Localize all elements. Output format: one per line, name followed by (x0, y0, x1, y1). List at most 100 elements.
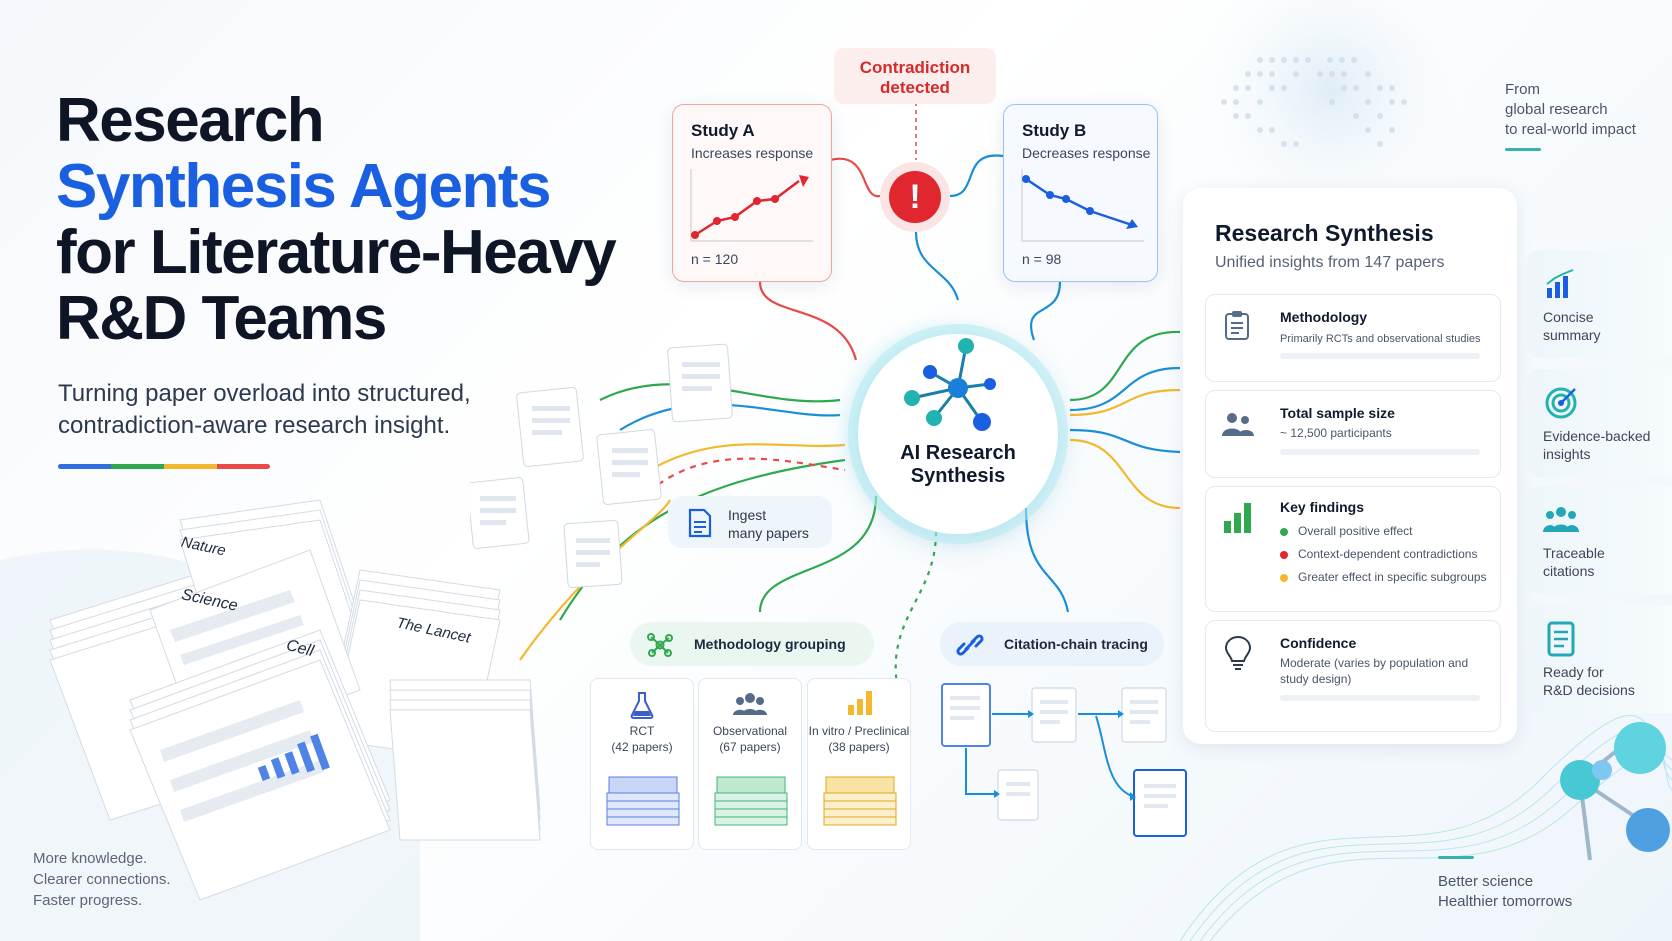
ingest-pill[interactable]: Ingest many papers (668, 496, 832, 548)
confidence-line-2: study design) (1280, 672, 1352, 686)
feature-label-line-1: Concise (1543, 309, 1594, 325)
study-a-n: n = 120 (691, 251, 739, 267)
footer-left-line-1: More knowledge. (33, 850, 148, 867)
category-preclinical[interactable]: In vitro / Preclinical (38 papers) (807, 678, 911, 850)
subtitle-line-2: contradiction-aware research insight. (58, 412, 451, 439)
feature-label-line-1: Evidence-backed (1543, 428, 1651, 444)
feature-label-line-1: Traceable (1543, 545, 1605, 561)
study-b-title: Study B (1022, 121, 1087, 140)
ingest-label: Ingest many papers (728, 506, 809, 542)
document-icon (1547, 621, 1575, 657)
link-icon (956, 634, 984, 656)
clipboard-icon (1225, 311, 1249, 340)
observational-paper-stack (714, 776, 788, 826)
bar-chart-icon (1224, 503, 1251, 533)
hub-label-line-1: AI Research (900, 442, 1016, 464)
category-rct-label: RCT (42 papers) (591, 723, 693, 755)
feature-traceable-citations[interactable]: Traceable citations (1527, 486, 1672, 594)
bottom-right-line-1: Better science (1438, 873, 1534, 890)
category-preclinical-label: In vitro / Preclinical (38 papers) (808, 723, 910, 755)
sample-size-text: ~ 12,500 participants (1280, 426, 1392, 440)
citation-chain-tracing-pill[interactable]: Citation-chain tracing (940, 622, 1164, 666)
footer-left-line-3: Faster progress. (33, 892, 143, 909)
methodology-title: Methodology (1280, 309, 1368, 325)
study-a-trend-chart (690, 169, 813, 242)
category-preclinical-line-1: In vitro / Preclinical (808, 724, 910, 738)
study-a-desc: Increases response (691, 145, 814, 161)
finding-item: Overall positive effect (1280, 523, 1413, 539)
category-rct[interactable]: RCT (42 papers) (590, 678, 694, 850)
methodology-text: Primarily RCTs and observational studies (1280, 333, 1481, 345)
study-a-card[interactable]: Study A Increases response n = 120 (672, 104, 832, 282)
sample-size-row[interactable]: Total sample size ~ 12,500 participants (1205, 390, 1501, 478)
bottom-right-caption: Better science Healthier tomorrows (1438, 872, 1572, 912)
bar-chart-icon (1546, 269, 1574, 298)
finding-item: Context-dependent contradictions (1280, 546, 1477, 562)
research-synthesis-panel: Research Synthesis Unified insights from… (1183, 188, 1517, 744)
methodology-grouping-pill[interactable]: Methodology grouping (630, 622, 874, 666)
contradiction-detected-label: Contradiction detected (834, 48, 996, 104)
exclamation-icon: ! (889, 171, 941, 223)
headline-line-4: R&D Teams (56, 284, 387, 353)
document-icon (688, 508, 712, 538)
people-icon (1222, 413, 1254, 436)
alert-badge[interactable]: ! (880, 162, 950, 232)
feature-label-line-2: insights (1543, 446, 1591, 462)
footer-left-line-2: Clearer connections. (33, 871, 171, 888)
category-observational-line-2: (67 papers) (719, 740, 781, 754)
lightbulb-icon (1224, 635, 1252, 670)
methodology-placeholder-bar (1280, 353, 1480, 359)
methodology-grouping-label: Methodology grouping (694, 636, 846, 652)
feature-evidence-backed[interactable]: Evidence-backed insights (1527, 369, 1672, 477)
ai-research-synthesis-hub[interactable]: AI Research Synthesis (858, 334, 1058, 534)
methodology-row[interactable]: Methodology Primarily RCTs and observati… (1205, 294, 1501, 382)
feature-label-line-1: Ready for (1543, 664, 1604, 680)
panel-title: Research Synthesis (1215, 220, 1434, 246)
feature-label-line-2: R&D decisions (1543, 682, 1635, 698)
finding-text: Overall positive effect (1298, 524, 1413, 538)
feature-label: Traceable citations (1543, 544, 1605, 580)
category-rct-line-1: RCT (629, 724, 655, 738)
citation-chain-diagram (941, 683, 1187, 837)
finding-text: Greater effect in specific subgroups (1298, 570, 1487, 584)
people-icon (733, 693, 767, 715)
category-observational[interactable]: Observational (67 papers) (698, 678, 802, 850)
category-preclinical-line-2: (38 papers) (828, 740, 890, 754)
key-findings-title: Key findings (1280, 499, 1365, 515)
headline-line-3: for Literature-Heavy (56, 218, 617, 287)
study-b-trend-chart (1021, 169, 1144, 242)
bar-chart-icon (848, 691, 872, 715)
category-observational-line-1: Observational (712, 724, 788, 738)
floating-papers (470, 343, 733, 589)
network-icon (904, 338, 996, 431)
target-icon (1545, 387, 1577, 419)
study-b-n: n = 98 (1022, 251, 1062, 267)
confidence-placeholder-bar (1280, 695, 1480, 701)
flask-icon (630, 692, 654, 719)
bottom-right-accent-line (1438, 856, 1474, 859)
sample-size-placeholder-bar (1280, 449, 1480, 455)
finding-dot (1280, 550, 1288, 559)
feature-label-line-2: citations (1543, 563, 1595, 579)
confidence-row[interactable]: Confidence Moderate (varies by populatio… (1205, 620, 1501, 732)
headline-line-1: Research (56, 86, 325, 155)
finding-text: Context-dependent contradictions (1298, 547, 1478, 561)
confidence-title: Confidence (1280, 635, 1357, 651)
preclinical-paper-stack (823, 776, 897, 826)
ingest-label-line-2: many papers (728, 525, 809, 541)
key-findings-row[interactable]: Key findings Overall positive effect Con… (1205, 486, 1501, 612)
paper-stacks-illustration (49, 499, 541, 901)
study-b-desc: Decreases response (1022, 145, 1151, 161)
finding-item: Greater effect in specific subgroups (1280, 569, 1487, 585)
category-observational-label: Observational (67 papers) (699, 723, 801, 755)
study-b-card[interactable]: Study B Decreases response n = 98 (1003, 104, 1158, 282)
top-right-line-3: to real-world impact (1505, 121, 1636, 138)
subtitle-line-1: Turning paper overload into structured, (58, 380, 471, 407)
color-accent-bar (58, 464, 270, 469)
top-right-accent-line (1505, 148, 1541, 151)
people-icon (1543, 507, 1579, 532)
